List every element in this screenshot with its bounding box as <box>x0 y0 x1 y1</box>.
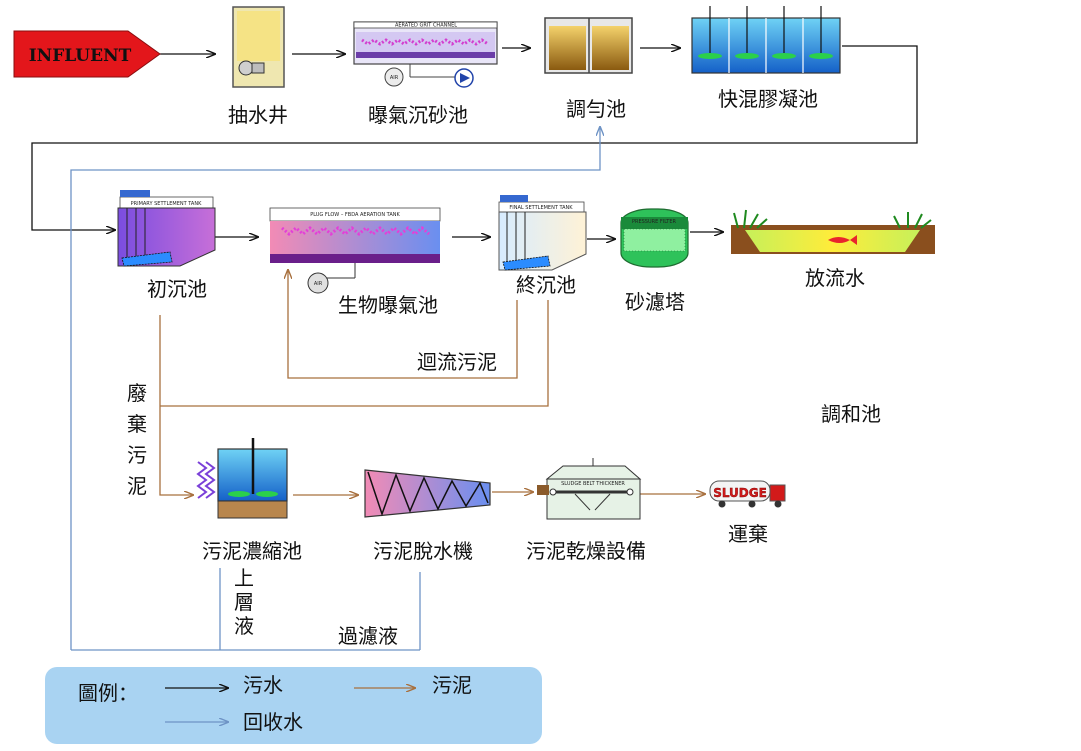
svg-text:棄: 棄 <box>127 412 147 436</box>
supernatant-label: 上 層 液 <box>234 566 254 638</box>
return-sludge-label: 迴流污泥 <box>417 350 497 374</box>
grit-channel-text: AERATED GRIT CHANNEL <box>395 23 457 29</box>
primary-settling-tank-icon: PRIMARY SETTLEMENT TANK <box>117 190 216 267</box>
thickener-label: 污泥濃縮池 <box>202 539 302 563</box>
equalization-label: 調勻池 <box>566 97 626 121</box>
influent-arrow: INFLUENT <box>13 30 161 78</box>
discharge-label: 放流水 <box>805 266 865 290</box>
primary-settling-label: 初沉池 <box>147 277 207 301</box>
equalization-tank-icon <box>544 17 633 74</box>
sand-filter-label: 砂濾塔 <box>625 290 685 314</box>
bio-aeration-tank-icon: PLUG FLOW – FBDA AERATION TANK AIR <box>269 207 441 294</box>
aerated-grit-icon: AERATED GRIT CHANNEL AIR <box>353 21 498 88</box>
primary-tank-text: PRIMARY SETTLEMENT TANK <box>131 201 202 207</box>
svg-text:泥: 泥 <box>127 474 147 498</box>
svg-text:液: 液 <box>234 614 254 638</box>
filtrate-label: 過濾液 <box>338 624 398 648</box>
truck-text: SLUDGE <box>713 486 767 500</box>
bio-aeration-label: 生物曝氣池 <box>338 293 438 317</box>
transport-label: 運棄 <box>728 522 768 546</box>
reuse-flow-lines <box>70 127 600 651</box>
legend-sludge-label: 污泥 <box>432 673 472 697</box>
sludge-dryer-icon: SLUDGE BELT THICKENER <box>537 458 642 520</box>
sludge-truck-icon: SLUDGE <box>709 480 786 508</box>
legend-reuse-label: 回收水 <box>243 710 303 734</box>
flocculation-tank-icon <box>691 6 841 74</box>
discharge-river-icon <box>731 209 935 254</box>
influent-label: INFLUENT <box>29 46 132 66</box>
svg-text:廢: 廢 <box>127 381 147 405</box>
stray-label: 調和池 <box>821 402 881 426</box>
pump-well-label: 抽水井 <box>228 103 288 127</box>
dewatering-machine-icon <box>364 469 491 518</box>
grit-air-text: AIR <box>390 75 399 81</box>
flocculation-label: 快混膠凝池 <box>718 87 818 111</box>
drying-label: 污泥乾燥設備 <box>526 539 646 563</box>
waste-sludge-label: 廢 棄 污 泥 <box>127 381 147 498</box>
filter-text: PRESSURE FILTER <box>632 219 677 225</box>
svg-text:層: 層 <box>234 590 254 614</box>
legend-sewage-label: 污水 <box>243 673 283 697</box>
aeration-tank-text: PLUG FLOW – FBDA AERATION TANK <box>310 212 400 218</box>
dewatering-label: 污泥脫水機 <box>373 539 473 563</box>
svg-text:上: 上 <box>234 566 254 590</box>
sludge-flow-lines <box>159 270 705 495</box>
sand-filter-icon: PRESSURE FILTER <box>620 208 689 268</box>
pump-well-icon <box>232 6 285 88</box>
legend-title: 圖例： <box>78 681 138 705</box>
svg-text:污: 污 <box>127 443 147 467</box>
aerated-grit-label: 曝氣沉砂池 <box>368 103 468 127</box>
sewage-flow-lines <box>31 46 918 239</box>
final-tank-text: FINAL SETTLEMENT TANK <box>509 205 573 211</box>
aeration-air-text: AIR <box>314 281 323 287</box>
final-settling-tank-icon: FINAL SETTLEMENT TANK <box>498 195 587 271</box>
final-settling-label: 終沉池 <box>516 273 576 297</box>
legend-panel <box>45 667 542 744</box>
dryer-text: SLUDGE BELT THICKENER <box>561 481 625 487</box>
thickener-tank-icon <box>196 438 288 519</box>
legend: 圖例： 污水 污泥 回收水 <box>78 673 472 734</box>
